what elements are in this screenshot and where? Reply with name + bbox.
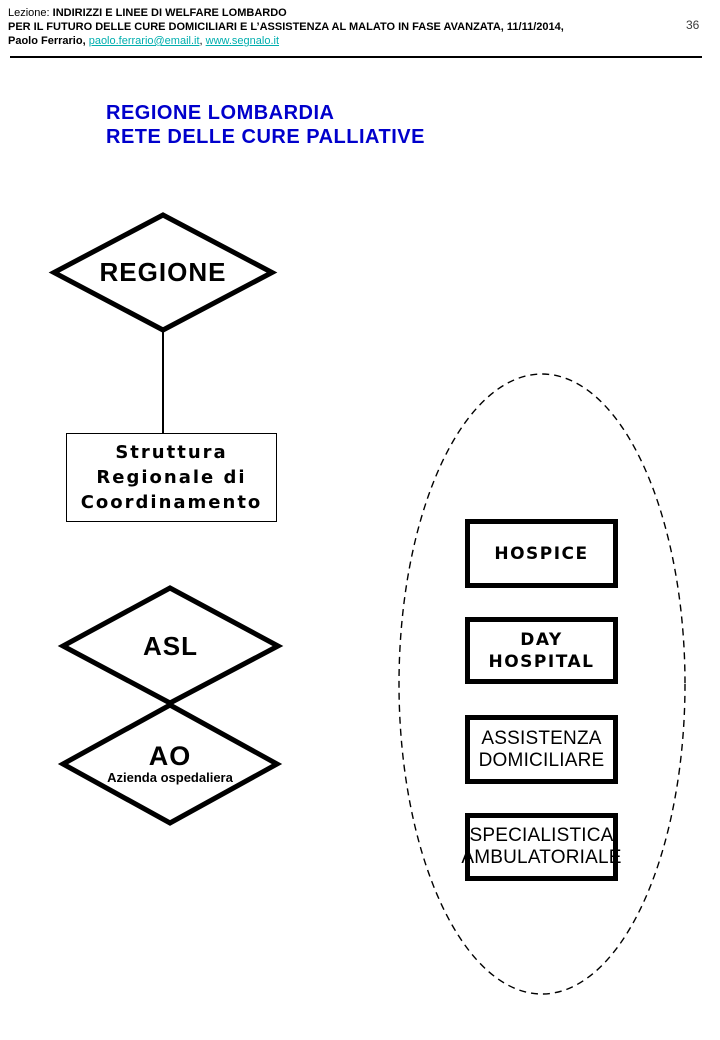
- lesson-label: Lezione:: [8, 7, 53, 19]
- header-author-line: Paolo Ferrario, paolo.ferrario@email.it,…: [8, 34, 668, 48]
- struttura-line2: Regionale di: [96, 467, 247, 488]
- header: Lezione: INDIRIZZI E LINEE DI WELFARE LO…: [8, 6, 668, 48]
- website-link[interactable]: www.segnalo.it: [205, 35, 280, 47]
- specialistica-ambulatoriale-box: SPECIALISTICA AMBULATORIALE: [461, 813, 621, 881]
- assistenza-line1: ASSISTENZA: [481, 727, 602, 749]
- course-title: INDIRIZZI E LINEE DI WELFARE LOMBARDO: [52, 7, 287, 19]
- link-separator: ,: [199, 35, 206, 47]
- asl-label: ASL: [143, 631, 198, 661]
- ao-diamond: [57, 702, 283, 826]
- author-name: Paolo Ferrario,: [8, 35, 89, 47]
- struttura-box: Struttura Regionale di Coordinamento: [66, 433, 277, 522]
- struttura-line3: Coordinamento: [80, 492, 263, 513]
- struttura-line1: Struttura: [115, 442, 228, 463]
- assistenza-line2: DOMICILIARE: [478, 749, 605, 771]
- hospice-box: HOSPICE: [465, 519, 618, 588]
- email-link[interactable]: paolo.ferrario@email.it: [88, 35, 200, 47]
- slide-title: REGIONE LOMBARDIA RETE DELLE CURE PALLIA…: [106, 101, 425, 149]
- slide-title-line2: RETE DELLE CURE PALLIATIVE: [106, 126, 425, 148]
- ao-label: AO Azienda ospedaliera: [63, 742, 277, 785]
- day-hospital-box: DAY HOSPITAL: [465, 617, 618, 684]
- ao-sublabel: Azienda ospedaliera: [107, 770, 233, 785]
- page-number: 36: [686, 18, 700, 32]
- ao-main-label: AO: [148, 741, 192, 771]
- specialistica-line1: SPECIALISTICA: [469, 825, 614, 846]
- day-hospital-line1: DAY: [520, 629, 563, 650]
- course-subtitle: PER IL FUTURO DELLE CURE DOMICILIARI E L…: [8, 21, 564, 33]
- regione-diamond: [48, 212, 278, 333]
- hospice-label: HOSPICE: [494, 543, 589, 564]
- specialistica-line2: AMBULATORIALE: [461, 847, 622, 868]
- network-ellipse: [398, 373, 686, 995]
- day-hospital-line2: HOSPITAL: [488, 651, 595, 672]
- assistenza-domiciliare-box: ASSISTENZA DOMICILIARE: [465, 715, 618, 784]
- header-divider: [10, 56, 702, 58]
- header-lesson-line: Lezione: INDIRIZZI E LINEE DI WELFARE LO…: [8, 6, 668, 20]
- regione-label: REGIONE: [99, 257, 227, 287]
- slide-title-line1: REGIONE LOMBARDIA: [106, 102, 335, 124]
